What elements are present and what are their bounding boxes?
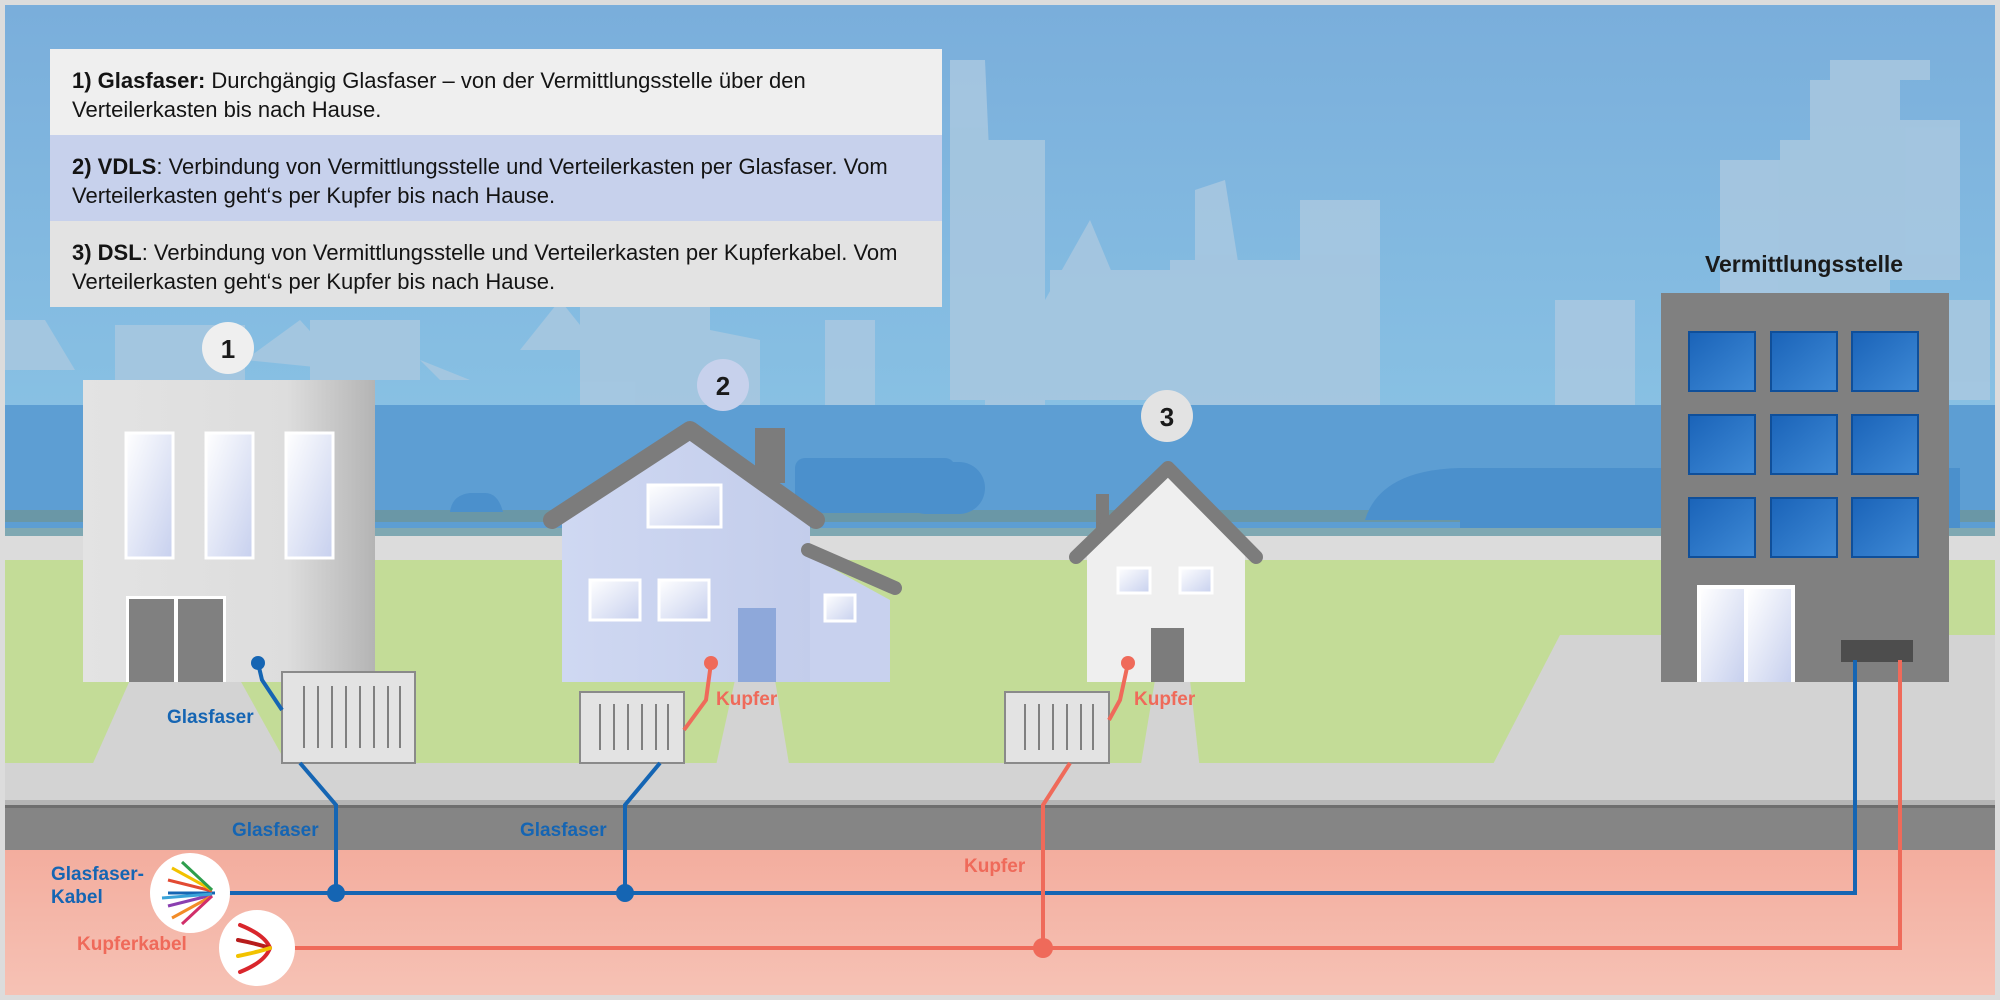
- rail-track-2: [5, 528, 1995, 536]
- svg-text:1: 1: [221, 334, 235, 364]
- fiber-cable-icon: [150, 853, 230, 933]
- label-kupferkabel: Kupferkabel: [77, 934, 187, 955]
- fiber-junction-2: [616, 884, 634, 902]
- copper-cable-icon: [219, 910, 295, 986]
- legend-text-vdls: : Verbindung von Vermittlungsstelle und …: [72, 154, 888, 208]
- legend-text-glasfaser: Durchgängig Glasfaser – von der Vermittl…: [72, 68, 806, 122]
- badge-2: 2: [697, 359, 749, 411]
- distribution-box-1: [281, 671, 416, 764]
- building-1: [83, 380, 375, 682]
- street-edge: [5, 805, 1995, 808]
- distribution-box-2: [579, 691, 685, 764]
- copper-junction-3: [1033, 938, 1053, 958]
- fiber-endpoint-1: [251, 656, 265, 670]
- label-glasfaser-cable-2: Kabel: [51, 887, 103, 908]
- copper-endpoint-3: [1121, 656, 1135, 670]
- label-glasfaser-house1: Glasfaser: [167, 707, 254, 728]
- legend-row-glasfaser: 1) Glasfaser: Durchgängig Glasfaser – vo…: [50, 49, 942, 135]
- label-kupfer-house2: Kupfer: [716, 689, 778, 710]
- legend-title-glasfaser: 1) Glasfaser:: [72, 68, 206, 93]
- label-glasfaser-cable-1: Glasfaser-: [51, 864, 144, 885]
- label-glasfaser-street1: Glasfaser: [232, 820, 319, 841]
- building-2: [543, 421, 902, 682]
- legend-title-dsl: 3) DSL: [72, 240, 142, 265]
- legend-row-dsl: 3) DSL: Verbindung von Vermittlungsstell…: [50, 221, 942, 307]
- exchange-title: Vermittlungsstelle: [1705, 251, 1903, 277]
- label-kupfer-street3: Kupfer: [964, 856, 1026, 877]
- legend: 1) Glasfaser: Durchgängig Glasfaser – vo…: [50, 49, 942, 307]
- legend-text-dsl: : Verbindung von Vermittlungsstelle und …: [72, 240, 898, 294]
- exchange-building: [1661, 293, 1949, 682]
- fiber-junction-1: [327, 884, 345, 902]
- badge-1: 1: [202, 322, 254, 374]
- copper-endpoint-2: [704, 656, 718, 670]
- badge-3: 3: [1141, 390, 1193, 442]
- legend-title-vdls: 2) VDLS: [72, 154, 157, 179]
- fiber-lines: [205, 660, 1857, 895]
- copper-lines: [270, 660, 1902, 950]
- svg-text:3: 3: [1160, 402, 1174, 432]
- legend-row-vdls: 2) VDLS: Verbindung von Vermittlungsstel…: [50, 135, 942, 221]
- distribution-box-3: [1004, 691, 1110, 764]
- label-glasfaser-street2: Glasfaser: [520, 820, 607, 841]
- svg-text:2: 2: [716, 371, 730, 401]
- building-3: [1069, 461, 1263, 682]
- label-kupfer-house3: Kupfer: [1134, 689, 1196, 710]
